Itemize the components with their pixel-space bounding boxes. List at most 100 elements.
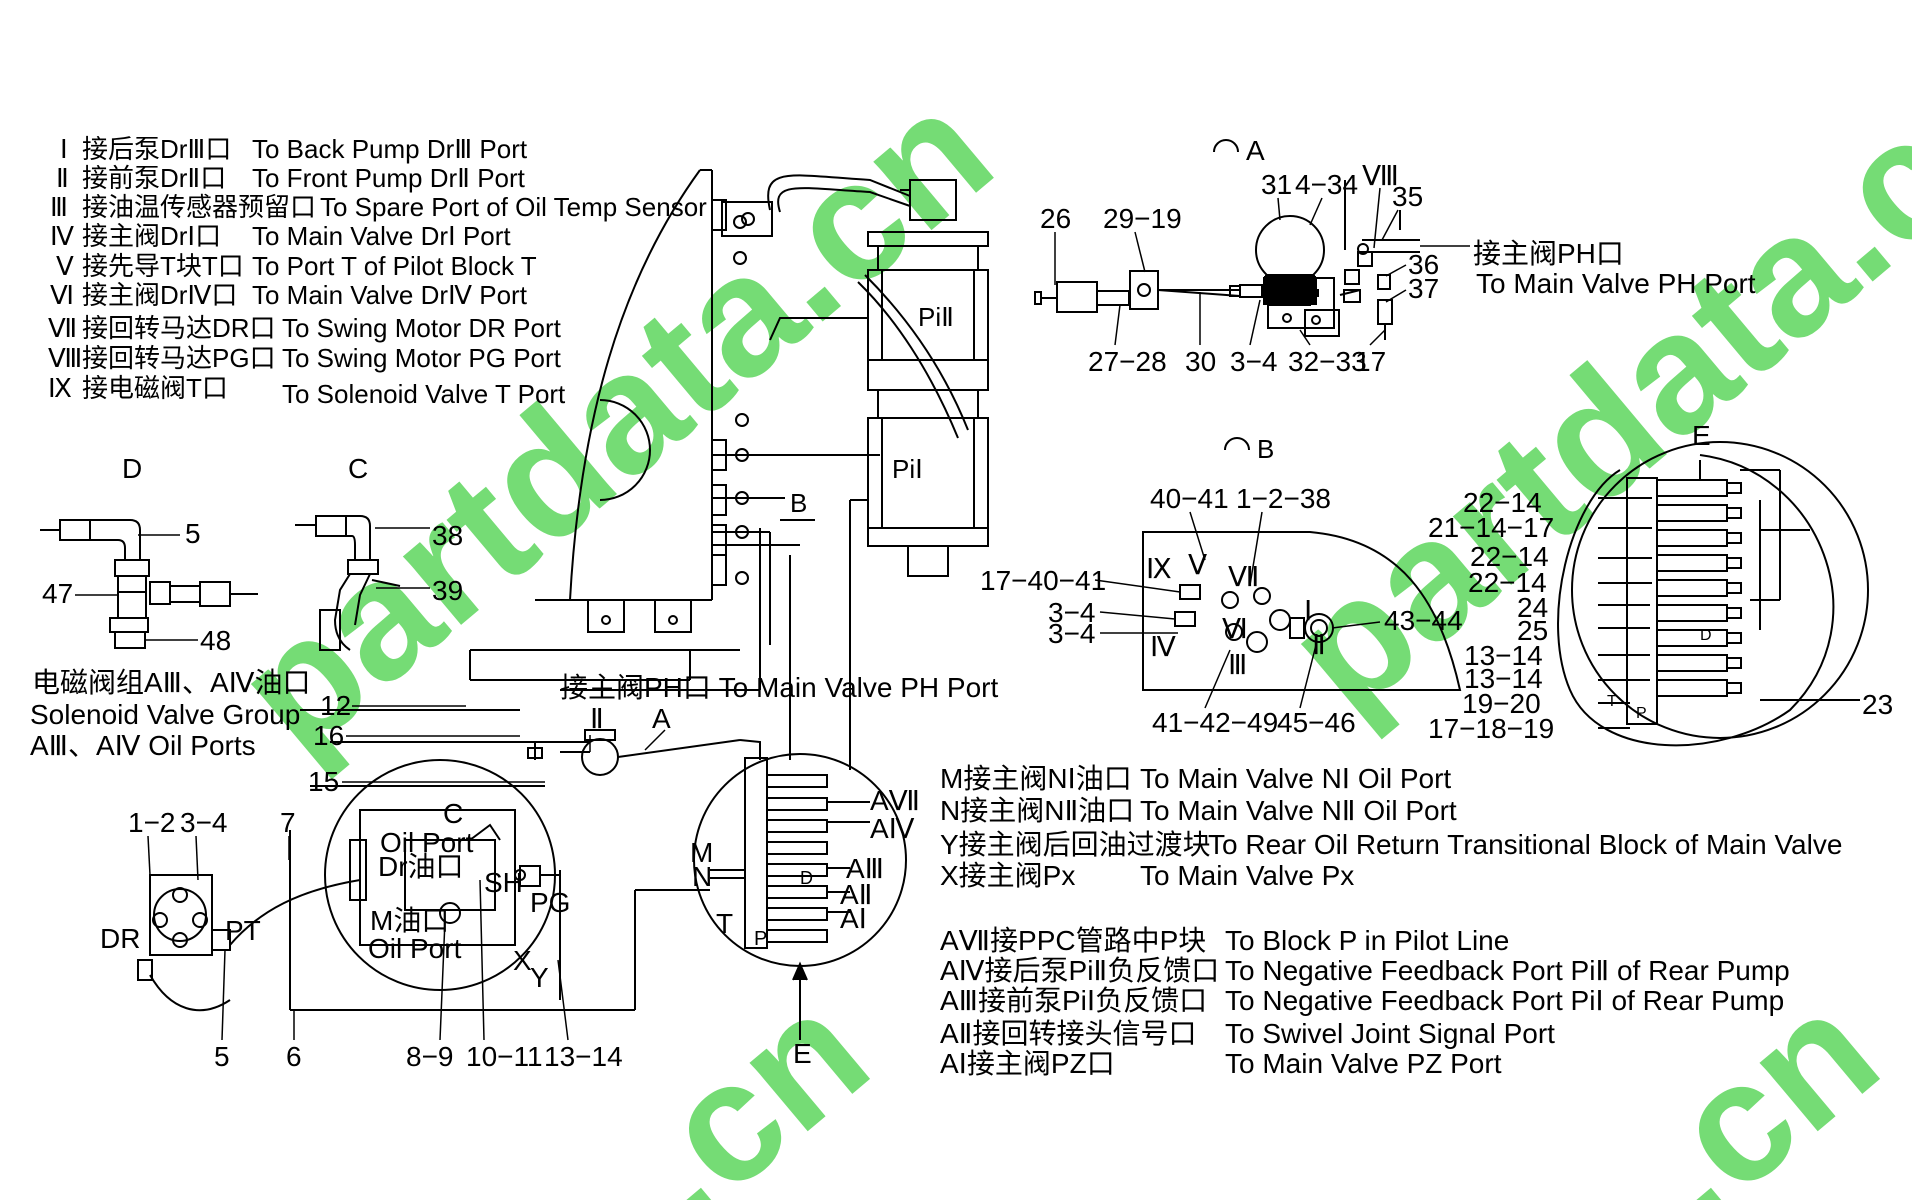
label-a1: AⅠ	[840, 903, 867, 934]
label-d-valve: D	[800, 868, 813, 888]
legend-bottom-en: To Block P in Pilot Line	[1225, 925, 1509, 956]
legend-en: To Main Valve DrⅠ Port	[252, 221, 511, 251]
view-e-t-label: T	[1607, 693, 1617, 710]
view-e-p-label: P	[1636, 705, 1647, 722]
legend-num: Ⅷ	[48, 343, 82, 373]
part-12: 12	[320, 690, 351, 721]
part-7: 7	[280, 807, 296, 838]
part-29-19: 29−19	[1103, 203, 1182, 234]
view-e: E	[1428, 420, 1893, 747]
label-x: X	[513, 945, 532, 976]
label-sh: SH	[484, 867, 523, 898]
legend-mid: M接主阀NⅠ油口 To Main Valve NⅠ Oil Port N接主阀N…	[940, 763, 1842, 891]
part-36: 36	[1408, 249, 1439, 280]
legend-bottom-en: To Negative Feedback Port PiⅡ of Rear Pu…	[1225, 955, 1790, 986]
part-e-21-14-17: 21−14−17	[1428, 512, 1554, 543]
label-pg: PG	[530, 887, 570, 918]
legend-mid-en: To Main Valve Px	[1140, 860, 1354, 891]
part-27-28: 27−28	[1088, 346, 1167, 377]
part-e-22-14a: 22−14	[1463, 487, 1542, 518]
label-m-oil: M油口	[370, 905, 449, 936]
roman-2: Ⅱ	[1312, 629, 1326, 660]
pump-pi1-label: PiⅠ	[892, 454, 923, 484]
label-oil-port: Oil Port	[380, 827, 474, 858]
solenoid-note: 电磁阀组AⅢ、AⅣ油口 Solenoid Valve Group AⅢ、AⅣ O…	[30, 667, 311, 761]
solenoid-note-line1: 电磁阀组AⅢ、AⅣ油口	[32, 667, 311, 698]
roman-5: Ⅴ	[1188, 549, 1207, 580]
legend-mid-en: To Main Valve NⅡ Oil Port	[1140, 795, 1457, 826]
label-t-valve: T	[716, 908, 733, 939]
legend-num: Ⅰ	[60, 134, 68, 164]
part-d-47: 47	[42, 578, 73, 609]
label-c-swing: C	[443, 798, 463, 829]
ph-note-en: To Main Valve PH Port	[1476, 268, 1756, 299]
part-1-2: 1−2	[128, 807, 176, 838]
legend-num: Ⅴ	[56, 251, 74, 281]
view-e-d-label: D	[1700, 627, 1712, 644]
section-b-marker: B	[780, 488, 815, 521]
legend-en: To Spare Port of Oil Temp Sensor	[320, 192, 707, 222]
part-e-19-20: 19−20	[1462, 688, 1541, 719]
part-32-33: 32−33	[1288, 346, 1367, 377]
part-6: 6	[286, 1041, 302, 1072]
part-43-44: 43−44	[1384, 605, 1463, 636]
label-a7: AⅦ	[870, 785, 920, 816]
label-oil-port2: Oil Port	[368, 933, 462, 964]
solenoid-note-line2: Solenoid Valve Group	[30, 699, 300, 730]
view-a-arrow-icon	[1213, 139, 1239, 153]
part-c-39: 39	[432, 575, 463, 606]
roman-1: Ⅰ	[1304, 595, 1312, 626]
swing-motor-piping	[137, 499, 907, 1040]
part-40-41: 40−41	[1150, 483, 1229, 514]
label-dr: DR	[100, 923, 140, 954]
view-a-ph-note: 接主阀PH口 To Main Valve PH Port	[1420, 238, 1756, 299]
watermark-right: partdata.cn	[1252, 14, 1912, 749]
part-17: 17	[1355, 346, 1386, 377]
legend-bottom-cn: AⅡ接回转接头信号口	[940, 1018, 1196, 1049]
label-m: M	[690, 837, 713, 868]
legend-num: Ⅶ	[48, 313, 77, 343]
view-c: C 38 39	[295, 453, 463, 651]
view-a-leaders	[1054, 187, 1407, 346]
part-3-4b: 3−4	[1048, 618, 1096, 649]
label-y: Y	[530, 962, 549, 993]
legend-en: To Swing Motor PG Port	[282, 343, 562, 373]
legend-cn: 接回转马达DR口	[82, 313, 276, 343]
view-d: D 5 47 48	[40, 453, 258, 656]
legend-num: Ⅵ	[50, 280, 74, 310]
ph-note-cn: 接主阀PH口	[1473, 238, 1624, 269]
legend-en: To Swing Motor DR Port	[282, 313, 562, 343]
legend-bottom-en: To Swivel Joint Signal Port	[1225, 1018, 1555, 1049]
part-3-4: 3−4	[180, 807, 228, 838]
part-30: 30	[1185, 346, 1216, 377]
legend-cn: 接先导T块T口	[82, 251, 244, 281]
label-a3: AⅢ	[846, 853, 884, 884]
part-e-24: 24	[1517, 592, 1548, 623]
legend-bottom-en: To Negative Feedback Port PiⅠ of Rear Pu…	[1225, 985, 1784, 1016]
label-a-arrow: A	[652, 703, 671, 734]
legend-mid-cn: X接主阀Px	[940, 860, 1075, 891]
legend-bottom-cn: AⅠ接主阀PZ口	[940, 1048, 1115, 1079]
part-4-34: 4−34	[1295, 169, 1358, 200]
label-pt: PT	[225, 915, 261, 946]
section-b-label: B	[790, 488, 807, 518]
part-37: 37	[1408, 273, 1439, 304]
roman-7: Ⅶ	[1228, 561, 1259, 592]
legend-mid-en: To Rear Oil Return Transitional Block of…	[1208, 829, 1842, 860]
watermark-bottom-left: .cn	[592, 955, 902, 1200]
part-e-25: 25	[1517, 615, 1548, 646]
view-c-title: C	[348, 453, 368, 484]
roman-6: Ⅵ	[1222, 613, 1248, 644]
legend-en: To Back Pump DrⅢ Port	[252, 134, 528, 164]
part-17-40-41: 17−40−41	[980, 565, 1106, 596]
view-b-arrow-icon	[1224, 437, 1250, 451]
legend-cn: 接电磁阀T口	[82, 373, 228, 403]
legend-mid-cn: Y接主阀后回油过渡块	[940, 829, 1211, 860]
legend-num: Ⅲ	[50, 192, 68, 222]
valve-labels: AⅦ AⅣ AⅢ AⅡ AⅠ M N D T P	[690, 785, 920, 950]
view-a-title: A	[1246, 135, 1265, 166]
label-a2: AⅡ	[840, 879, 872, 910]
legend-num: Ⅳ	[50, 221, 74, 251]
part-15: 15	[308, 766, 339, 797]
